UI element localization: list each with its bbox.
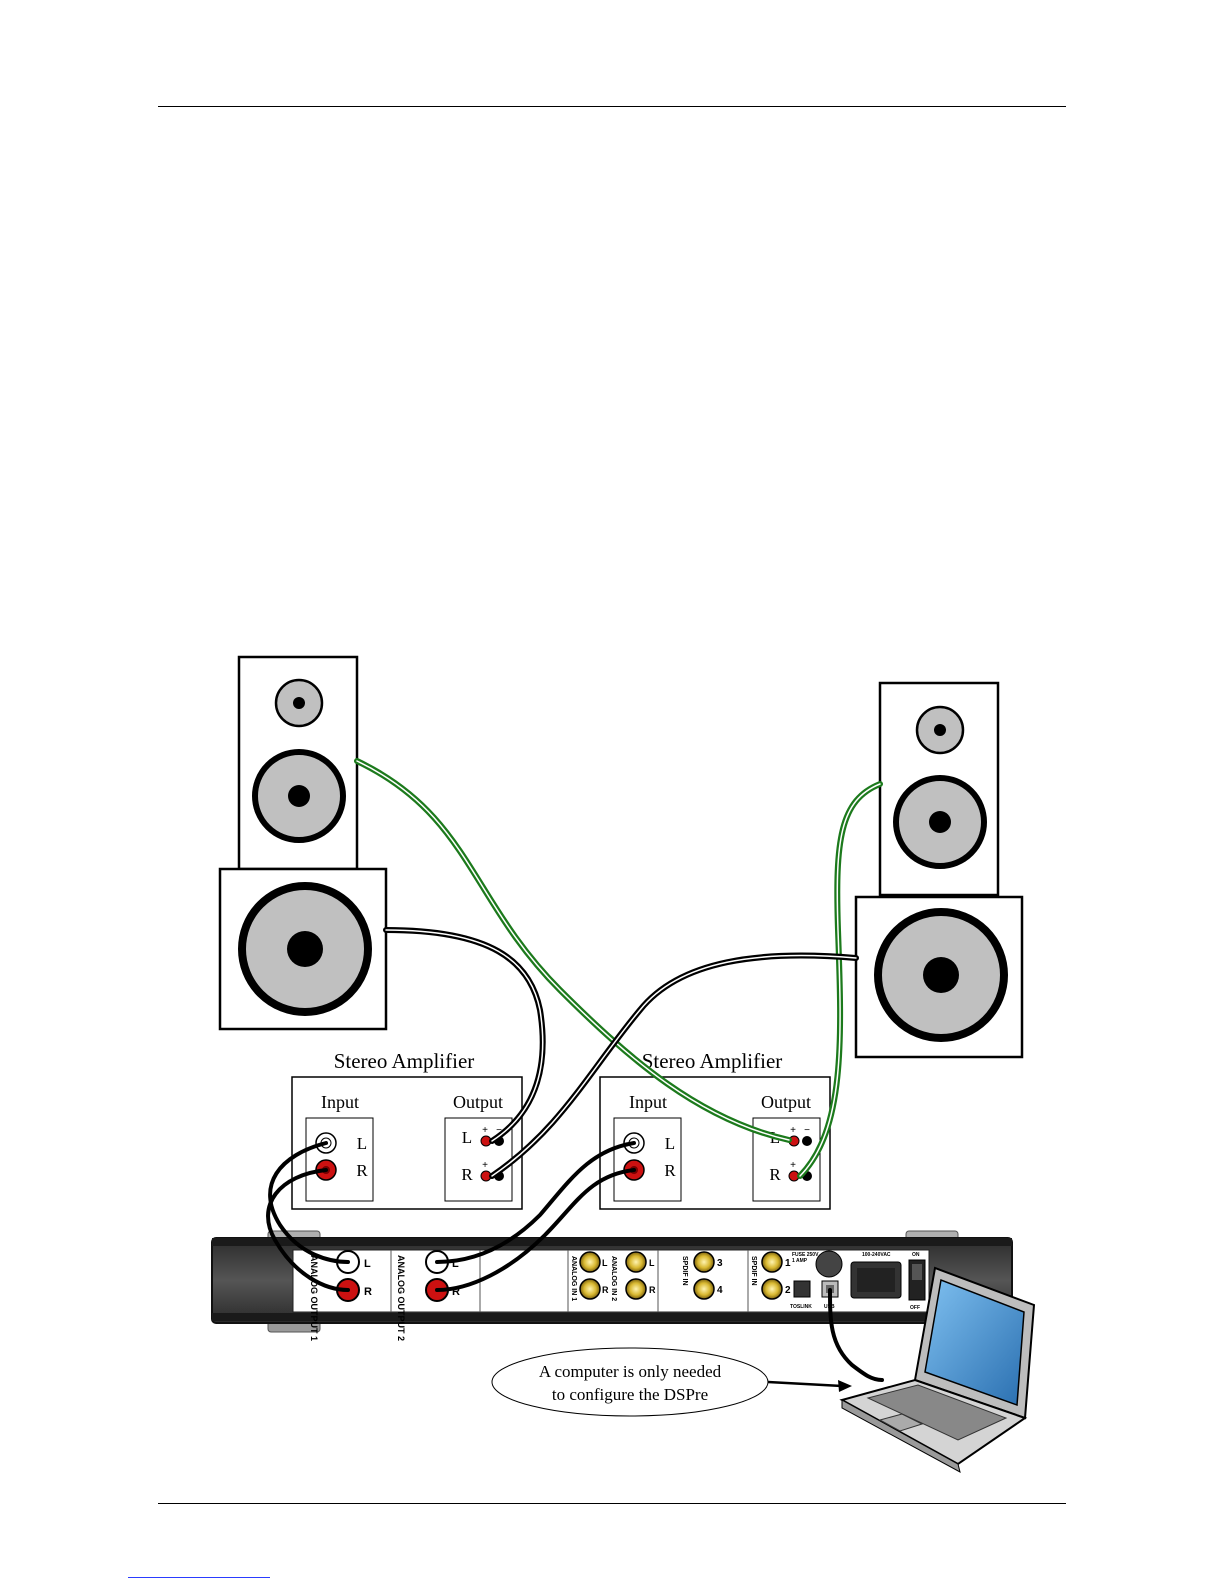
callout-line-1: A computer is only needed [539, 1362, 722, 1381]
terminal-plus-label: + [790, 1125, 796, 1136]
out1-l-label: L [364, 1258, 371, 1270]
analog-output-1-label: ANALOG OUTPUT 1 [309, 1255, 319, 1341]
amplifier-output-label: Output [761, 1092, 811, 1112]
rca-jack-gold-icon [762, 1279, 782, 1299]
amplifier-title: Stereo Amplifier [334, 1049, 475, 1073]
toslink-port-icon [794, 1281, 810, 1297]
rca-jack-gold-icon [626, 1279, 646, 1299]
spdif-in-label: SPDIF IN [681, 1256, 688, 1286]
panel-top-lip [212, 1238, 1012, 1246]
amplifier-left: Stereo Amplifier Input Output L R L R + … [292, 1049, 522, 1209]
panel-bottom-lip [212, 1313, 1012, 1321]
in1-l-label: L [602, 1258, 608, 1268]
input-panel [306, 1118, 373, 1201]
footer-rule [158, 1503, 1066, 1504]
rca-jack-gold-icon [694, 1279, 714, 1299]
spdif-1-label: 1 [785, 1258, 791, 1269]
mains-label: 100-240VAC [862, 1252, 891, 1258]
power-switch-rocker [912, 1264, 922, 1280]
fuse-holder-icon [816, 1251, 842, 1277]
channel-r-label: R [356, 1161, 368, 1180]
output-l-label: L [462, 1128, 472, 1147]
tweeter-center [934, 724, 946, 736]
terminal-plus-label: + [482, 1125, 488, 1136]
channel-l-label: L [357, 1134, 367, 1153]
woofer-center [288, 785, 310, 807]
amplifier-input-label: Input [629, 1092, 667, 1112]
amplifier-output-label: Output [453, 1092, 503, 1112]
rca-jack-gold-icon [580, 1252, 600, 1272]
callout-line-2: to configure the DSPre [552, 1385, 708, 1404]
left-top-speaker [239, 657, 357, 869]
input-panel [614, 1118, 681, 1201]
rca-jack-gold-icon [626, 1252, 646, 1272]
amplifier-right: Stereo Amplifier Input Output L R L R + … [600, 1049, 830, 1209]
fuse-amp-label: 1 AMP [792, 1258, 808, 1264]
power-on-label: ON [912, 1252, 920, 1258]
in2-r-label: R [649, 1285, 656, 1295]
in1-r-label: R [602, 1285, 609, 1295]
analog-in-1-label: ANALOG IN 1 [570, 1256, 577, 1301]
terminal-plus-label: + [482, 1160, 488, 1171]
right-subwoofer [856, 897, 1022, 1057]
analog-in-2-label: ANALOG IN 2 [610, 1256, 617, 1301]
amplifier-input-label: Input [321, 1092, 359, 1112]
footer-link-underline [128, 1577, 270, 1578]
power-off-label: OFF [910, 1305, 920, 1311]
spdif-in-label: SPDIF IN [750, 1256, 757, 1286]
terminal-minus-label: − [804, 1125, 810, 1136]
rca-jack-gold-icon [762, 1252, 782, 1272]
iec-socket-inner [857, 1268, 895, 1292]
out1-r-label: R [364, 1286, 372, 1298]
callout-arrow [768, 1382, 842, 1386]
in2-l-label: L [649, 1258, 655, 1268]
spdif-4-label: 4 [717, 1285, 723, 1296]
right-top-speaker [880, 683, 998, 895]
subwoofer-center [923, 957, 959, 993]
terminal-black-icon [802, 1136, 812, 1146]
tweeter-center [293, 697, 305, 709]
callout: A computer is only needed to configure t… [492, 1348, 852, 1416]
channel-l-label: L [665, 1134, 675, 1153]
subwoofer-center [287, 931, 323, 967]
output-r-label: R [769, 1165, 781, 1184]
rca-jack-gold-icon [580, 1279, 600, 1299]
woofer-center [929, 811, 951, 833]
left-subwoofer [220, 869, 386, 1029]
amplifier-title: Stereo Amplifier [642, 1049, 783, 1073]
rca-jack-gold-icon [694, 1252, 714, 1272]
analog-output-2-label: ANALOG OUTPUT 2 [396, 1255, 406, 1341]
terminal-plus-label: + [790, 1160, 796, 1171]
output-r-label: R [461, 1165, 473, 1184]
channel-r-label: R [664, 1161, 676, 1180]
spdif-2-label: 2 [785, 1285, 791, 1296]
callout-bubble [492, 1348, 768, 1416]
arrow-head-icon [838, 1380, 852, 1392]
toslink-label: TOSLINK [790, 1304, 812, 1310]
spdif-3-label: 3 [717, 1258, 723, 1269]
